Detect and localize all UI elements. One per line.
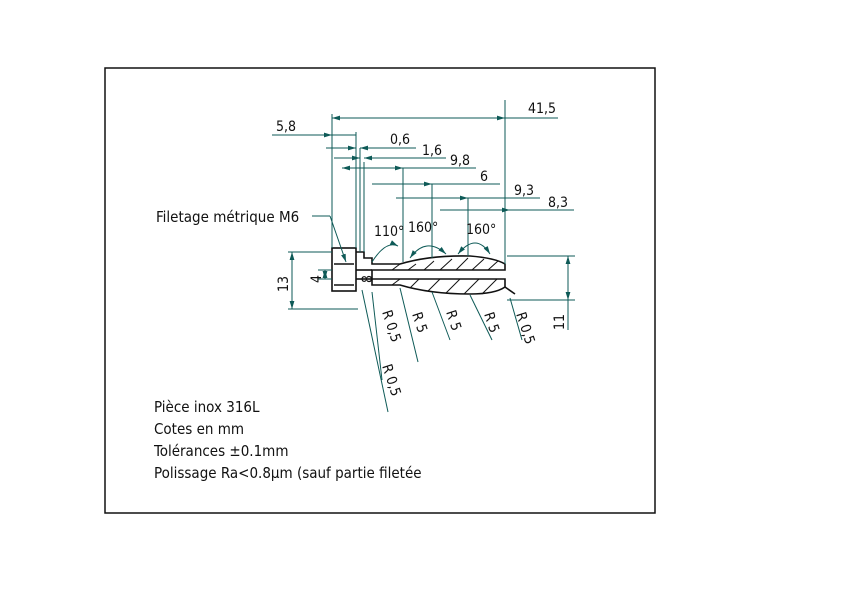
drawing-frame <box>104 67 656 514</box>
radius-r5-c: R 5 <box>480 310 502 335</box>
angle-160-a: 160° <box>408 220 438 236</box>
radius-r5-a: R 5 <box>408 310 430 335</box>
dim-4: 4 <box>309 275 325 283</box>
dim-41-5: 41,5 <box>528 101 556 117</box>
dim-9-3: 9,3 <box>514 183 534 199</box>
radius-r0-5-a: R 0,5 <box>378 308 403 344</box>
part-outline <box>331 247 516 295</box>
dim-1-6: 1,6 <box>422 143 442 159</box>
dim-8-3: 8,3 <box>548 195 568 211</box>
note-material: Pièce inox 316L <box>154 398 260 416</box>
note-tolerance: Tolérances ±0.1mm <box>153 442 288 460</box>
angle-160-b: 160° <box>466 222 496 238</box>
extension-lines <box>288 100 575 310</box>
dim-5-8: 5,8 <box>276 119 296 135</box>
thread-callout: Filetage métrique M6 <box>156 208 299 226</box>
notes-block: Pièce inox 316L Cotes en mm Tolérances ±… <box>153 398 422 482</box>
note-finish: Polissage Ra<0.8μm (sauf partie filetée <box>154 464 422 482</box>
radius-r5-b: R 5 <box>442 308 464 333</box>
dim-9-8: 9,8 <box>450 153 470 169</box>
dim-13: 13 <box>276 276 292 292</box>
note-units: Cotes en mm <box>154 420 244 438</box>
dim-6: 6 <box>480 169 488 185</box>
radius-r0-5-c: R 0,5 <box>512 310 537 346</box>
dimension-lines <box>272 115 574 413</box>
dim-8: 8 <box>360 275 376 283</box>
dim-11: 11 <box>552 314 568 330</box>
dim-0-6: 0,6 <box>390 132 410 148</box>
radius-r0-5-b: R 0,5 <box>378 362 403 398</box>
angle-110: 110° <box>374 224 404 240</box>
